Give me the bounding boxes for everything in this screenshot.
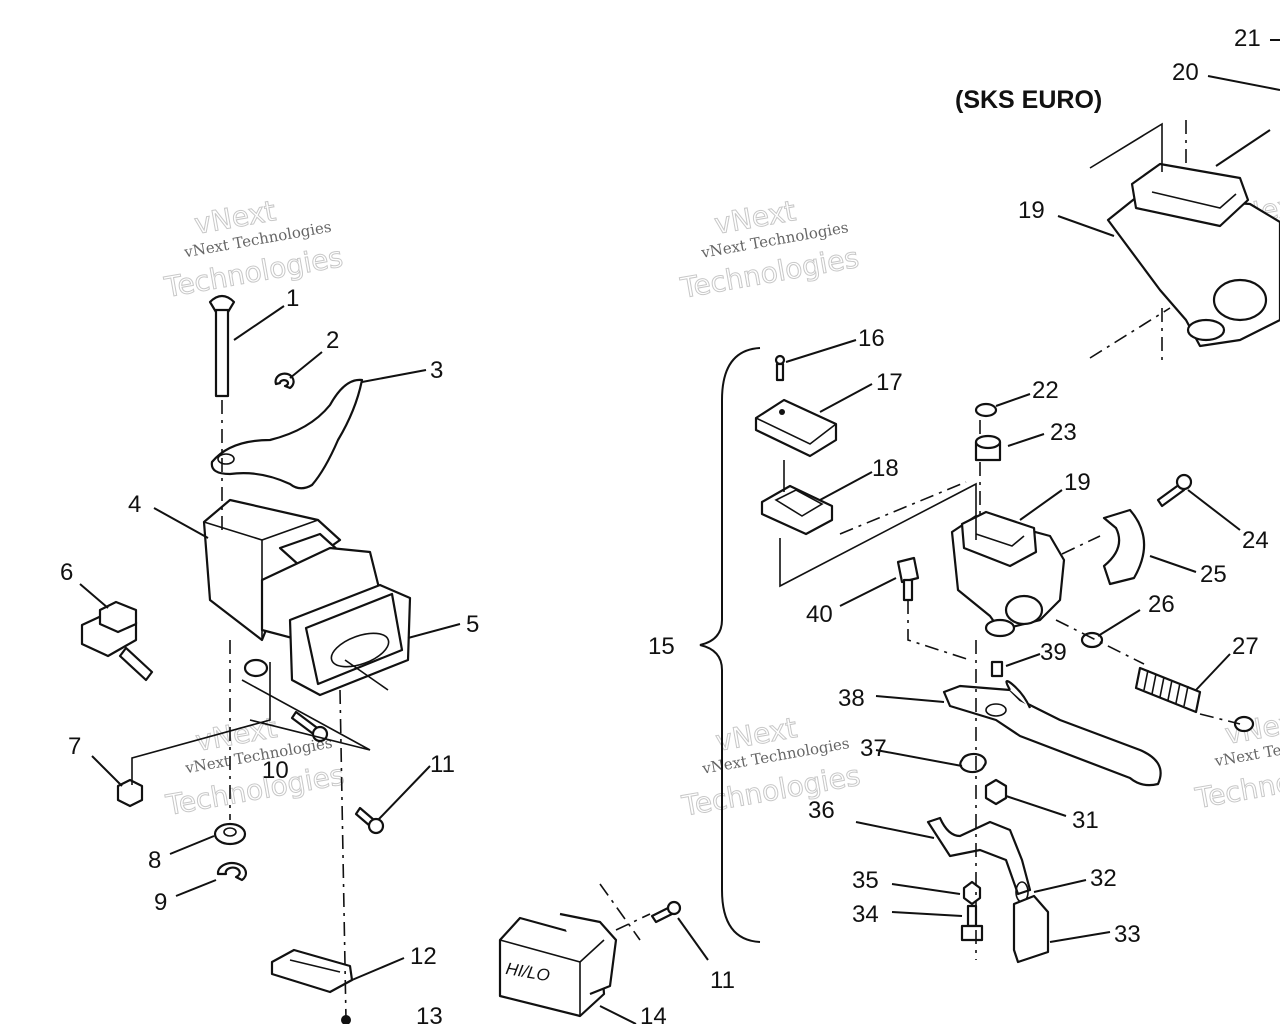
part-26-washer: [1080, 631, 1104, 649]
callout-24: 24: [1242, 527, 1269, 554]
part-9-clip: [216, 862, 247, 882]
callout-25: 25: [1200, 561, 1227, 588]
callout-21: 21: [1234, 25, 1261, 52]
part-33-switch: [1012, 894, 1050, 964]
callout-31: 31: [1072, 807, 1099, 834]
callout-19: 19: [1064, 469, 1091, 496]
part-7-nut: [116, 778, 144, 808]
callout-26: 26: [1148, 591, 1175, 618]
callout-36: 36: [808, 797, 835, 824]
callout-23: 23: [1050, 419, 1077, 446]
callout-18: 18: [872, 455, 899, 482]
watermark-group-3: vNext vNext Technologies Technologies: [162, 711, 347, 823]
callout-37: 37: [860, 735, 887, 762]
callout-2: 2: [326, 327, 339, 354]
callout-3: 3: [430, 357, 443, 384]
callout-15: 15: [648, 633, 675, 660]
callout-38: 38: [838, 685, 865, 712]
part-25-clamp: [1102, 508, 1146, 586]
part-11-screw: [290, 710, 329, 743]
part-37-spring: [959, 752, 987, 774]
part-3-hole: [217, 453, 235, 465]
part-24-screw: [1156, 473, 1193, 508]
part-38-lever: [942, 679, 1162, 787]
part-27-spring: [1134, 666, 1202, 714]
part-4-housing: [202, 498, 342, 642]
callout-27: 27: [1232, 633, 1259, 660]
part-10-washer: [243, 658, 269, 678]
callout-33: 33: [1114, 921, 1141, 948]
part-2-clip: [274, 372, 295, 390]
callout-20: 20: [1172, 59, 1199, 86]
callout-11: 11: [430, 751, 455, 778]
callout-32: 32: [1090, 865, 1117, 892]
watermark-group-2: vNext vNext Technologies Technologies: [677, 194, 862, 306]
callout-5: 5: [466, 611, 479, 638]
callout-6: 6: [60, 559, 73, 586]
callout-17: 17: [876, 369, 903, 396]
callout-12: 12: [410, 943, 437, 970]
part-19-master-cylinder: [950, 510, 1066, 638]
part-39-pin: [990, 660, 1004, 678]
part-40-bolt: [896, 556, 920, 602]
part-31-nut: [984, 778, 1008, 806]
callout-7: 7: [68, 733, 81, 760]
part-36-bracket: [926, 816, 1032, 896]
part-14-hilo-switch: HI/LO: [498, 912, 618, 1018]
callout-9: 9: [154, 889, 167, 916]
section-title: (SKS EURO): [955, 86, 1102, 114]
callout-11: 11: [710, 967, 735, 994]
callout-4: 4: [128, 491, 141, 518]
part-34-bolt: [960, 904, 984, 942]
part-17-cover: [754, 398, 838, 458]
callout-1: 1: [286, 285, 299, 312]
callout-16: 16: [858, 325, 885, 352]
callout-22: 22: [1032, 377, 1059, 404]
callout-10: 10: [262, 757, 289, 784]
part-18-gasket: [760, 484, 834, 536]
part-11-screw: [354, 806, 385, 835]
part-1-bolt: [208, 294, 236, 398]
part-6-plug: [80, 600, 154, 682]
part-5-switch: [260, 546, 412, 697]
part-16-screw: [774, 354, 786, 382]
part-11-screw: [650, 900, 682, 924]
part-8-washer: [213, 822, 247, 846]
callout-34: 34: [852, 901, 879, 928]
part-22-washer: [974, 402, 998, 418]
part-3-bracket: [210, 378, 364, 490]
bracket-brace-15: [699, 347, 761, 943]
callout-19: 19: [1018, 197, 1045, 224]
callout-40: 40: [806, 601, 833, 628]
callout-8: 8: [148, 847, 161, 874]
callout-39: 39: [1040, 639, 1067, 666]
callout-35: 35: [852, 867, 879, 894]
part-23-bushing: [974, 434, 1002, 462]
part-12-plate: [270, 948, 354, 994]
part-35-nut: [962, 880, 982, 906]
part-19-euro-master-cylinder: [1106, 162, 1280, 348]
watermark-group-1: vNext vNext Technologies Technologies: [161, 194, 346, 305]
callout-13: 13: [416, 1003, 443, 1024]
callout-14: 14: [640, 1003, 667, 1024]
part-13-screw: [341, 1015, 351, 1024]
